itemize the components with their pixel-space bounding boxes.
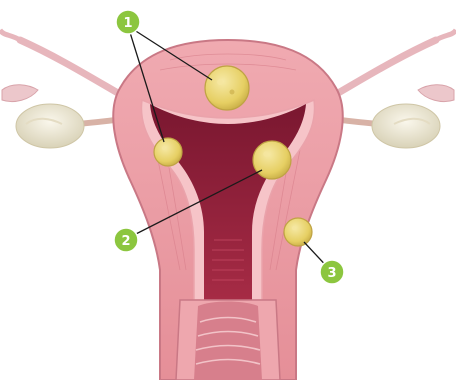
marker-1-label: 1 bbox=[123, 16, 132, 31]
left-fallopian-tube bbox=[0, 30, 130, 102]
fibroid-fundal bbox=[205, 66, 249, 110]
marker-3-label: 3 bbox=[327, 266, 336, 281]
right-fallopian-tube bbox=[326, 30, 456, 102]
left-ovary bbox=[16, 104, 84, 148]
fibroid-left-wall bbox=[154, 138, 182, 166]
marker-3: 3 bbox=[320, 260, 344, 284]
marker-2-label: 2 bbox=[121, 234, 130, 249]
marker-2: 2 bbox=[114, 228, 138, 252]
right-ovary bbox=[372, 104, 440, 148]
cervical-canal bbox=[194, 302, 262, 380]
marker-1: 1 bbox=[116, 10, 140, 34]
fibroid-submucosal bbox=[253, 141, 291, 179]
fibroid-subserosal bbox=[284, 218, 312, 246]
